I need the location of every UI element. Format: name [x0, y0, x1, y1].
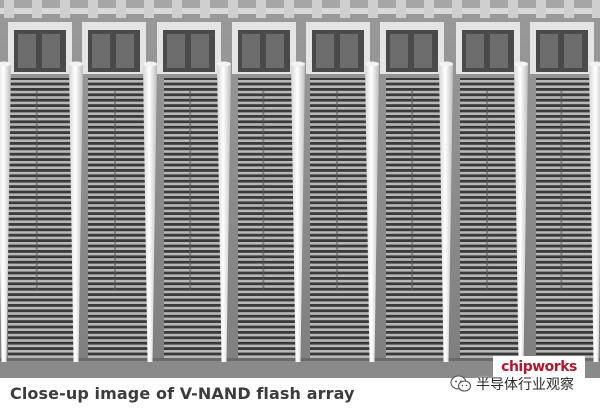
- top-contact: [200, 0, 210, 18]
- watermark-text: 半导体行业观察: [476, 377, 574, 393]
- sem-micrograph: [0, 0, 600, 378]
- top-bracket: [530, 22, 594, 74]
- top-contact: [228, 0, 238, 18]
- wechat-icon: [450, 375, 472, 392]
- channel-pillar: [439, 64, 453, 362]
- stack-column: [164, 78, 224, 360]
- top-contact: [480, 0, 490, 18]
- top-bracket: [306, 22, 370, 74]
- substrate-base: [0, 358, 600, 378]
- top-contact: [256, 0, 266, 18]
- top-contact: [116, 0, 126, 18]
- pillar-cap: [514, 61, 528, 67]
- top-contact: [144, 0, 154, 18]
- top-contact: [32, 0, 42, 18]
- top-contact: [368, 0, 378, 18]
- image-caption: Close-up image of V-NAND flash array: [10, 384, 355, 403]
- top-contact: [60, 0, 70, 18]
- pillar-cap: [69, 61, 83, 67]
- top-band: [0, 0, 600, 8]
- stack-column: [536, 78, 594, 360]
- top-contact: [452, 0, 462, 18]
- channel-pillar: [143, 64, 157, 362]
- top-contact: [284, 0, 294, 18]
- channel-pillar: [69, 64, 83, 362]
- pillar-cap: [439, 61, 453, 67]
- channel-pillar: [291, 64, 305, 362]
- top-contact: [592, 0, 600, 18]
- top-band-highlight: [0, 8, 600, 14]
- top-contact: [508, 0, 518, 18]
- pillar-cap: [365, 61, 379, 67]
- channel-pillar: [514, 64, 528, 362]
- top-bracket: [157, 22, 221, 74]
- channel-pillar: [0, 64, 11, 362]
- layer-stack-columns: [0, 78, 600, 378]
- stack-column: [460, 78, 522, 360]
- pillar-cap: [143, 61, 157, 67]
- channel-pillar: [589, 64, 600, 362]
- top-bracket: [82, 22, 146, 74]
- stack-column: [310, 78, 372, 360]
- top-contact: [396, 0, 406, 18]
- top-contact: [564, 0, 574, 18]
- top-interconnect-layer: [0, 0, 600, 74]
- top-bracket: [456, 22, 520, 74]
- top-contact: [4, 0, 14, 18]
- stack-column: [386, 78, 446, 360]
- channel-pillars: [0, 61, 600, 362]
- pillar-cap: [291, 61, 305, 67]
- channel-pillar: [217, 64, 231, 362]
- watermark: 半导体行业观察: [450, 372, 596, 396]
- top-contact: [424, 0, 434, 18]
- stack-column: [88, 78, 150, 360]
- top-contact: [88, 0, 98, 18]
- stack-column: [8, 78, 74, 360]
- pillar-cap: [217, 61, 231, 67]
- top-bracket: [8, 22, 72, 74]
- brand-logo-text: chipworks: [501, 359, 577, 375]
- top-contact: [172, 0, 182, 18]
- top-contact: [536, 0, 546, 18]
- top-contact: [340, 0, 350, 18]
- stack-column: [238, 78, 296, 360]
- channel-pillar: [365, 64, 379, 362]
- top-bracket: [380, 22, 444, 74]
- pillar-cap: [589, 61, 600, 67]
- top-contact: [312, 0, 322, 18]
- pillar-cap: [0, 61, 11, 67]
- brand-logo: chipworks: [493, 356, 585, 378]
- top-bracket: [232, 22, 296, 74]
